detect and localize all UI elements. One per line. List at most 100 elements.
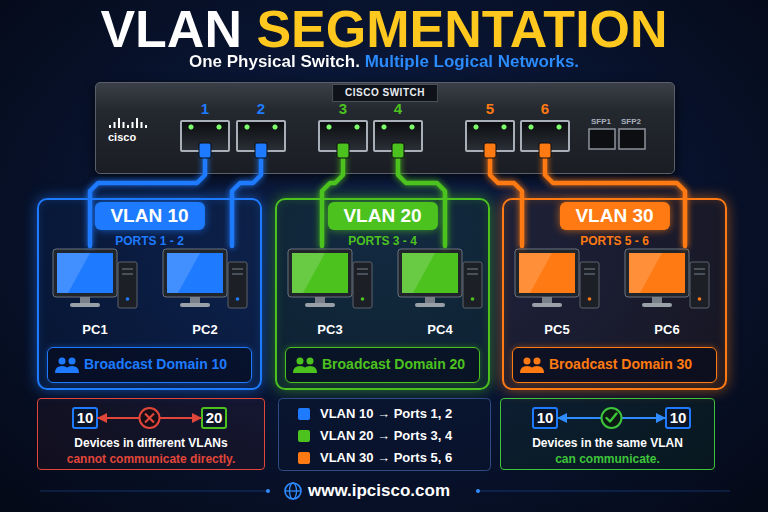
port-number: 5 [467, 100, 513, 118]
vlan-name: VLAN 20 [327, 202, 437, 230]
globe-icon [290, 483, 297, 499]
tower-slot [584, 268, 595, 270]
domain-label: Broadcast Domain 20 [322, 356, 465, 373]
footer-line [40, 491, 268, 492]
footer-dot [476, 489, 480, 493]
power-led [471, 297, 475, 301]
note-text: Devices in different VLANs [38, 436, 264, 451]
person-head [59, 358, 66, 365]
legend-swatch [298, 408, 310, 420]
person-body [530, 366, 544, 373]
port-number: 1 [182, 100, 228, 118]
pc-name: PC2 [160, 322, 250, 338]
pc-name: PC4 [395, 322, 485, 338]
monitor-base [305, 303, 335, 307]
monitor-stand [425, 297, 435, 304]
screen-glare [167, 253, 200, 293]
port-number: 3 [320, 100, 366, 118]
tower-slot [122, 268, 133, 270]
people-icon [519, 356, 545, 374]
person-body [65, 366, 79, 373]
vlan-id-box: 10 [532, 407, 558, 429]
port-label: SFP2 [621, 116, 641, 127]
monitor-frame [515, 249, 579, 297]
vlan-id-box: 10 [665, 407, 691, 429]
network-switch: CISCO SWITCH123456 [95, 82, 675, 174]
monitor-base [415, 303, 445, 307]
brand-logo-text: cisco [108, 130, 136, 144]
monitor-frame [53, 249, 117, 297]
tower-slot [232, 273, 243, 275]
vlan-name: VLAN 10 [94, 202, 204, 230]
note-text: Devices in the same VLAN [501, 436, 714, 451]
pc-name: PC1 [50, 322, 140, 338]
vlan-group: VLAN 20 PORTS 3 - 4PC3PC4Broadcast Domain… [275, 198, 490, 390]
vlan-group: VLAN 30PORTS 5 - 6PC5PC6Broadcast Domain… [502, 198, 727, 390]
monitor-base [180, 303, 210, 307]
monitor-frame [288, 249, 352, 297]
power-led [698, 297, 702, 301]
monitor-screen [519, 253, 575, 293]
note-result: can communicate. [501, 452, 714, 467]
port-range: PORTS 1 - 2 [39, 234, 260, 249]
port-number: 6 [522, 100, 568, 118]
monitor-screen [402, 253, 458, 293]
switch-port: 3 [318, 120, 368, 152]
tower-slot [694, 273, 705, 275]
legend-swatch [298, 430, 310, 442]
port-number: 4 [375, 100, 421, 118]
monitor-screen [167, 253, 223, 293]
power-led [126, 297, 130, 301]
power-led [236, 297, 240, 301]
power-led [588, 297, 592, 301]
legend-row: VLAN 20 → Ports 3, 4 [298, 427, 488, 445]
screen-glare [519, 253, 552, 293]
pc-illustration [160, 246, 250, 320]
monitor-stand [190, 297, 200, 304]
monitor-screen [57, 253, 113, 293]
tower-slot [467, 268, 478, 270]
pc-illustration [285, 246, 375, 320]
monitor-frame [163, 249, 227, 297]
vlan-id-box: 10 [72, 407, 98, 429]
monitor-base [70, 303, 100, 307]
switch-port: 2 [236, 120, 286, 152]
port-range: PORTS 3 - 4 [277, 234, 488, 249]
domain-label: Broadcast Domain 10 [84, 356, 227, 373]
pc-workstation: PC3 [285, 246, 375, 342]
person-head [69, 358, 76, 365]
broadcast-domain-box: Broadcast Domain 10 [47, 347, 252, 383]
tower-slot [357, 273, 368, 275]
note-result: cannot communicate directly. [38, 452, 264, 467]
screen-glare [402, 253, 435, 293]
pc-illustration [50, 246, 140, 320]
globe-icon [285, 483, 301, 499]
vlan-name: VLAN 30 [559, 202, 669, 230]
vlan-id: 10 [74, 409, 96, 427]
tower-slot [357, 268, 368, 270]
pc-workstation: PC5 [512, 246, 602, 342]
vlan-id-box: 20 [201, 407, 227, 429]
switch-port: 5 [465, 120, 515, 152]
legend-row: VLAN 30 → Ports 5, 6 [298, 449, 488, 467]
domain-label: Broadcast Domain 30 [549, 356, 692, 373]
tower-slot [694, 268, 705, 270]
pc-workstation: PC4 [395, 246, 485, 342]
pc-illustration [395, 246, 485, 320]
pc-tower [228, 262, 247, 308]
legend-swatch [298, 452, 310, 464]
broadcast-domain-box: Broadcast Domain 30 [512, 347, 717, 383]
tower-slot [232, 268, 243, 270]
switch-port: 4 [373, 120, 423, 152]
pc-tower [580, 262, 599, 308]
device-label: CISCO SWITCH [332, 84, 438, 102]
monitor-screen [629, 253, 685, 293]
diagram-title: VLAN SEGMENTATION [100, 1, 667, 57]
subtitle: One Physical Switch. Multiple Logical Ne… [189, 52, 579, 72]
pc-tower [690, 262, 709, 308]
port-number: 2 [238, 100, 284, 118]
switch-port: 1 [180, 120, 230, 152]
vlan-id: 10 [667, 409, 689, 427]
legend-text: VLAN 30 → Ports 5, 6 [320, 449, 452, 467]
monitor-base [642, 303, 672, 307]
